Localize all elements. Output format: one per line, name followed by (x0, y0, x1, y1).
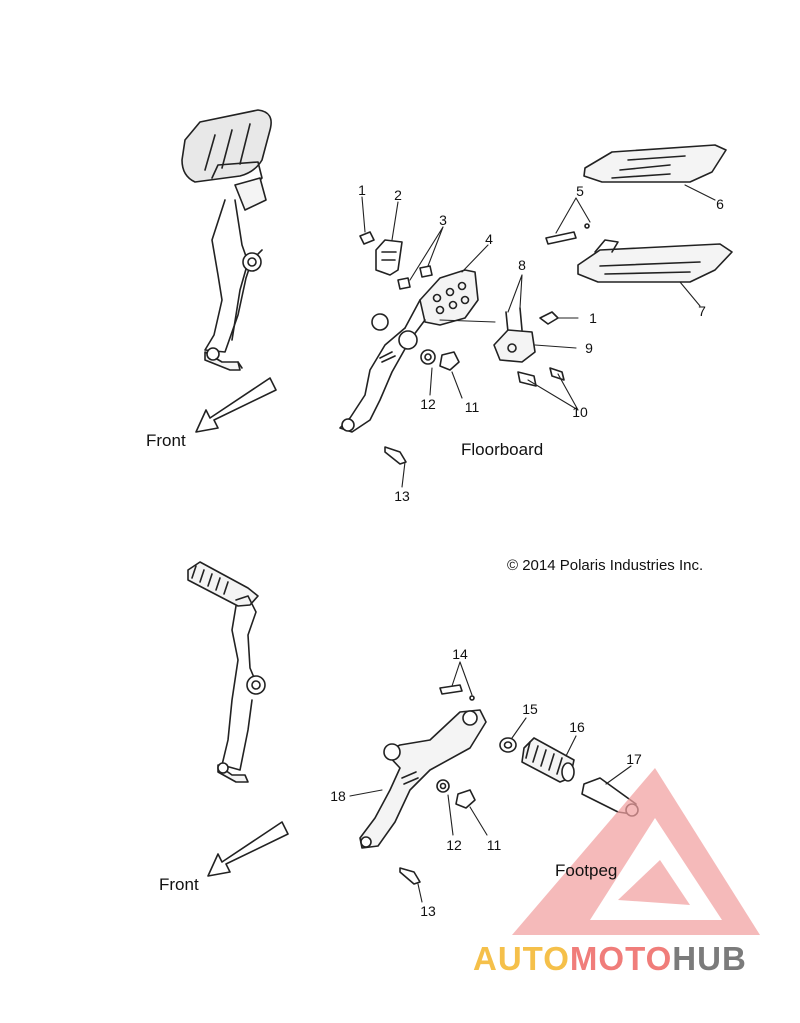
floorboard-exploded-parts (339, 144, 733, 465)
callout-16: 16 (569, 719, 585, 735)
callout-12: 12 (420, 396, 436, 412)
callout-1b: 1 (589, 310, 597, 326)
callout-4: 4 (485, 231, 493, 247)
front-arrow-top (195, 377, 277, 433)
callout-1: 1 (358, 182, 366, 198)
callout-8: 8 (518, 257, 526, 273)
section-caption-floorboard: Floorboard (461, 440, 544, 459)
callout-11b: 11 (486, 837, 502, 853)
front-label-bottom: Front (159, 875, 199, 894)
callout-11: 11 (464, 399, 480, 415)
section-caption-footpeg: Footpeg (555, 861, 618, 880)
callout-10: 10 (572, 404, 588, 420)
callout-2: 2 (394, 187, 402, 203)
floorboard-assembly-illustration (181, 109, 272, 371)
watermark-text: AUTOMOTOHUB (473, 940, 747, 978)
copyright-notice: © 2014 Polaris Industries Inc. (507, 557, 704, 574)
watermark-part-hub: HUB (672, 940, 747, 977)
callout-13b: 13 (420, 903, 436, 919)
callout-7: 7 (698, 303, 706, 319)
front-label-top: Front (146, 431, 186, 450)
callout-3: 3 (439, 212, 447, 228)
front-arrow-bottom (207, 821, 289, 877)
callout-15: 15 (522, 701, 538, 717)
leader-lines-bottom (349, 661, 632, 903)
watermark-part-moto: MOTO (569, 940, 673, 977)
callout-18: 18 (330, 788, 346, 804)
callout-5: 5 (576, 183, 584, 199)
callout-13: 13 (394, 488, 410, 504)
callout-12b: 12 (446, 837, 462, 853)
callout-6: 6 (716, 196, 724, 212)
callout-17: 17 (626, 751, 642, 767)
watermark-part-auto: AUTO (473, 940, 570, 977)
footpeg-assembly-illustration (187, 561, 266, 783)
callout-14: 14 (452, 646, 468, 662)
watermark-logo-icon (512, 768, 760, 935)
leader-lines-top (361, 184, 716, 488)
callout-9: 9 (585, 340, 593, 356)
